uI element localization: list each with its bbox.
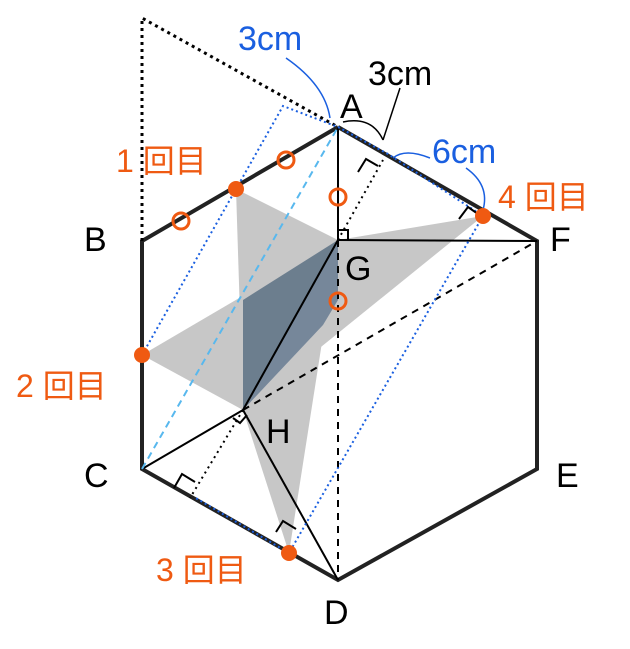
blue-leader-3cm — [285, 57, 331, 119]
step-label-1: 1 回目 — [116, 143, 207, 179]
right-angle-marker-bottom — [275, 519, 297, 533]
right-angle-marker-top — [357, 157, 379, 173]
equal-mark-circle — [171, 211, 191, 231]
right-angle-marker-h — [232, 414, 248, 425]
vertex-label-c: C — [84, 457, 109, 495]
measure-top-blue: 3cm — [238, 20, 302, 58]
step-label-4: 4 回目 — [498, 179, 589, 215]
fold-point-step3 — [281, 545, 297, 561]
vertex-label-g: G — [345, 250, 371, 288]
blue-arc-6cm-right — [465, 167, 486, 211]
dashed-h-f — [242, 240, 538, 411]
fold-point-step4 — [475, 208, 491, 224]
vertex-label-a: A — [340, 88, 363, 126]
line-g-f — [337, 239, 538, 242]
equal-mark-circle — [328, 291, 348, 311]
line-h-d — [242, 409, 339, 581]
equal-mark-circle — [328, 187, 348, 207]
black-leader-3cm — [382, 87, 401, 141]
right-angle-marker-left — [173, 472, 196, 489]
measure-top-black: 3cm — [368, 55, 432, 93]
dashed-light-blue-diagonal — [141, 126, 339, 470]
dotted-h-bottom — [189, 409, 244, 499]
vertex-label-d: D — [324, 594, 349, 632]
blue-dotted-path — [141, 104, 485, 555]
line-c-h — [141, 409, 244, 470]
right-angle-marker-g — [338, 229, 349, 240]
black-arc-3cm — [342, 120, 384, 141]
vertex-label-f: F — [550, 221, 571, 259]
equal-mark-circle — [276, 150, 296, 170]
vertex-label-e: E — [556, 457, 579, 495]
shade-triangle-step4 — [243, 216, 483, 410]
right-angle-marker-right — [458, 205, 479, 220]
fold-point-step1 — [228, 181, 244, 197]
step-label-3: 3 回目 — [156, 552, 247, 588]
step-label-2: 2 回目 — [16, 368, 107, 404]
measure-right-blue: 6cm — [432, 133, 496, 171]
vertex-label-b: B — [84, 221, 107, 259]
blue-arc-6cm — [392, 152, 431, 159]
dotted-fold-flap — [140, 15, 339, 241]
vertex-label-h: H — [266, 413, 291, 451]
fold-point-step2 — [134, 347, 150, 363]
line-g-h — [242, 239, 339, 411]
